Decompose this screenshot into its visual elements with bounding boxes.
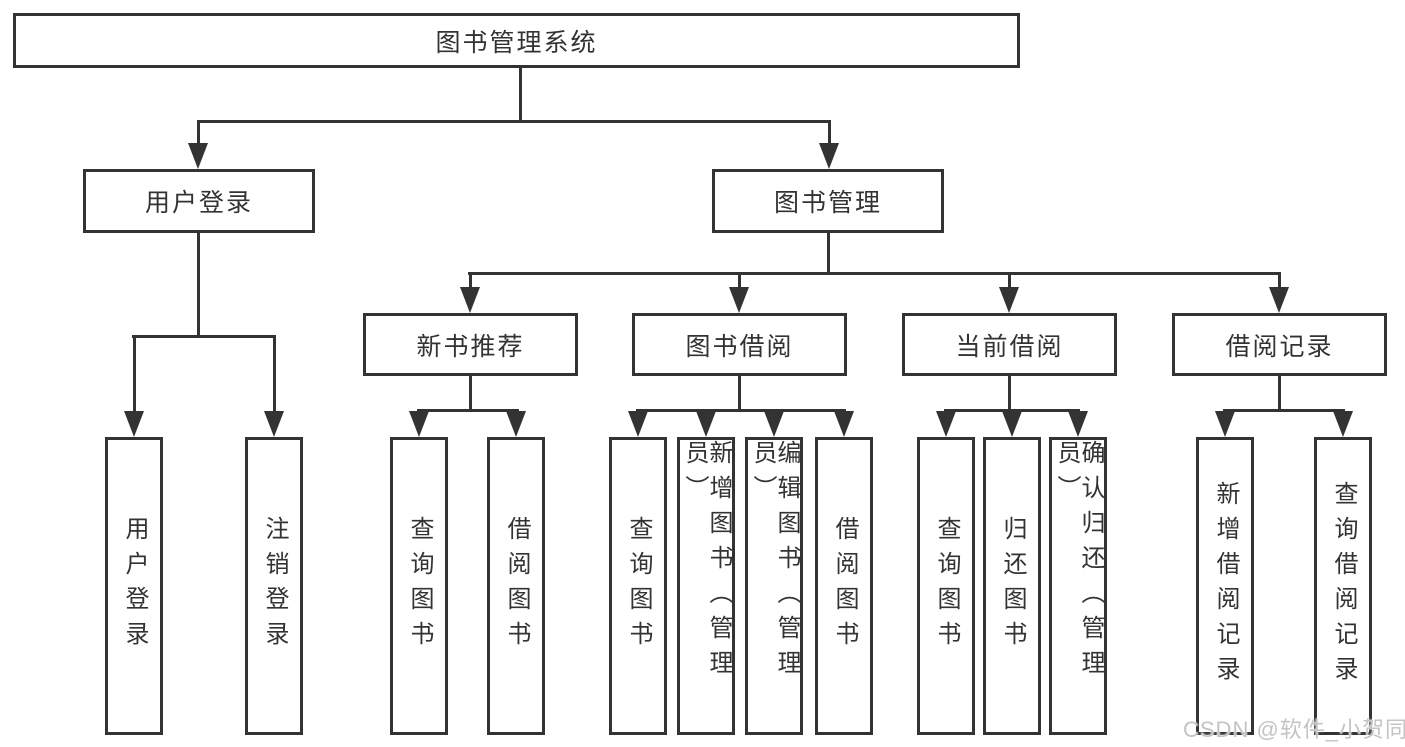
node-root: 图书管理系统 bbox=[13, 13, 1020, 68]
leaf-query-books-recommend-label: 查询图书 bbox=[406, 516, 433, 656]
leaf-user-login: 用户登录 bbox=[105, 437, 163, 735]
leaf-confirm-return-admin: 确认归还（管理员） bbox=[1049, 437, 1107, 735]
node-user-login: 用户登录 bbox=[83, 169, 315, 233]
leaf-logout-label: 注销登录 bbox=[261, 516, 288, 656]
arrow-down-icon bbox=[460, 287, 480, 313]
leaf-query-books-borrowing: 查询图书 bbox=[609, 437, 667, 735]
connector-v bbox=[1278, 272, 1281, 289]
connector-v bbox=[1278, 376, 1281, 412]
node-borrowing-records-label: 借阅记录 bbox=[1225, 332, 1334, 361]
leaf-query-books-recommend: 查询图书 bbox=[390, 437, 448, 735]
node-root-label: 图书管理系统 bbox=[435, 28, 598, 57]
connector-h bbox=[468, 272, 1281, 275]
arrow-down-icon bbox=[628, 411, 648, 437]
arrow-down-icon bbox=[729, 287, 749, 313]
node-book-borrowing: 图书借阅 bbox=[632, 313, 847, 376]
leaf-return-books-label: 归还图书 bbox=[999, 516, 1026, 656]
leaf-confirm-return-admin-label: 确认归还（管理员） bbox=[1053, 440, 1104, 685]
connector-h bbox=[197, 120, 831, 123]
arrow-down-icon bbox=[506, 411, 526, 437]
node-book-management-label: 图书管理 bbox=[773, 189, 882, 217]
arrow-down-icon bbox=[264, 411, 284, 437]
leaf-query-borrow-record-label: 查询借阅记录 bbox=[1330, 481, 1357, 691]
leaf-query-books-current: 查询图书 bbox=[917, 437, 975, 735]
node-borrowing-records: 借阅记录 bbox=[1172, 313, 1387, 376]
node-new-book-recommend: 新书推荐 bbox=[363, 313, 578, 376]
node-current-borrowing: 当前借阅 bbox=[902, 313, 1117, 376]
arrow-down-icon bbox=[1068, 411, 1088, 437]
leaf-borrow-books: 借阅图书 bbox=[815, 437, 873, 735]
connector-v bbox=[1008, 376, 1011, 412]
connector-v bbox=[133, 335, 136, 413]
connector-v bbox=[828, 120, 831, 145]
connector-v bbox=[197, 120, 200, 145]
arrow-down-icon bbox=[188, 143, 208, 169]
leaf-borrow-books-label: 借阅图书 bbox=[831, 516, 858, 656]
node-user-login-label: 用户登录 bbox=[144, 189, 253, 217]
leaf-add-borrow-record-label: 新增借阅记录 bbox=[1212, 481, 1239, 691]
connector-h bbox=[417, 409, 519, 412]
connector-v bbox=[469, 376, 472, 412]
arrow-down-icon bbox=[1333, 411, 1353, 437]
leaf-edit-book-admin-label: 编辑图书（管理员） bbox=[749, 440, 800, 685]
leaf-return-books: 归还图书 bbox=[983, 437, 1041, 735]
connector-v bbox=[469, 272, 472, 289]
arrow-down-icon bbox=[764, 411, 784, 437]
connector-h bbox=[132, 335, 276, 338]
connector-v bbox=[519, 67, 522, 123]
arrow-down-icon bbox=[819, 143, 839, 169]
leaf-borrow-books-recommend: 借阅图书 bbox=[487, 437, 545, 735]
connector-v bbox=[197, 232, 200, 338]
leaf-logout: 注销登录 bbox=[245, 437, 303, 735]
node-new-book-recommend-label: 新书推荐 bbox=[416, 332, 525, 361]
csdn-watermark: CSDN @软件_小贺同学 bbox=[1183, 717, 1405, 742]
node-book-management: 图书管理 bbox=[712, 169, 944, 233]
connector-h bbox=[1223, 409, 1344, 412]
connector-v bbox=[738, 376, 741, 412]
leaf-borrow-books-recommend-label: 借阅图书 bbox=[503, 516, 530, 656]
connector-v bbox=[273, 335, 276, 413]
arrow-down-icon bbox=[1002, 411, 1022, 437]
arrow-down-icon bbox=[936, 411, 956, 437]
arrow-down-icon bbox=[696, 411, 716, 437]
connector-h bbox=[636, 409, 846, 412]
arrow-down-icon bbox=[124, 411, 144, 437]
leaf-query-borrow-record: 查询借阅记录 bbox=[1314, 437, 1372, 735]
connector-v bbox=[738, 272, 741, 289]
arrow-down-icon bbox=[1269, 287, 1289, 313]
node-current-borrowing-label: 当前借阅 bbox=[955, 332, 1064, 361]
connector-v bbox=[1008, 272, 1011, 289]
leaf-add-borrow-record: 新增借阅记录 bbox=[1196, 437, 1254, 735]
arrow-down-icon bbox=[1215, 411, 1235, 437]
arrow-down-icon bbox=[999, 287, 1019, 313]
arrow-down-icon bbox=[834, 411, 854, 437]
leaf-add-book-admin: 新增图书（管理员） bbox=[677, 437, 735, 735]
node-book-borrowing-label: 图书借阅 bbox=[685, 332, 794, 361]
leaf-user-login-label: 用户登录 bbox=[121, 516, 148, 656]
arrow-down-icon bbox=[409, 411, 429, 437]
connector-v bbox=[827, 232, 830, 275]
leaf-add-book-admin-label: 新增图书（管理员） bbox=[681, 440, 732, 685]
leaf-query-books-current-label: 查询图书 bbox=[933, 516, 960, 656]
leaf-edit-book-admin: 编辑图书（管理员） bbox=[745, 437, 803, 735]
leaf-query-books-borrowing-label: 查询图书 bbox=[625, 516, 652, 656]
